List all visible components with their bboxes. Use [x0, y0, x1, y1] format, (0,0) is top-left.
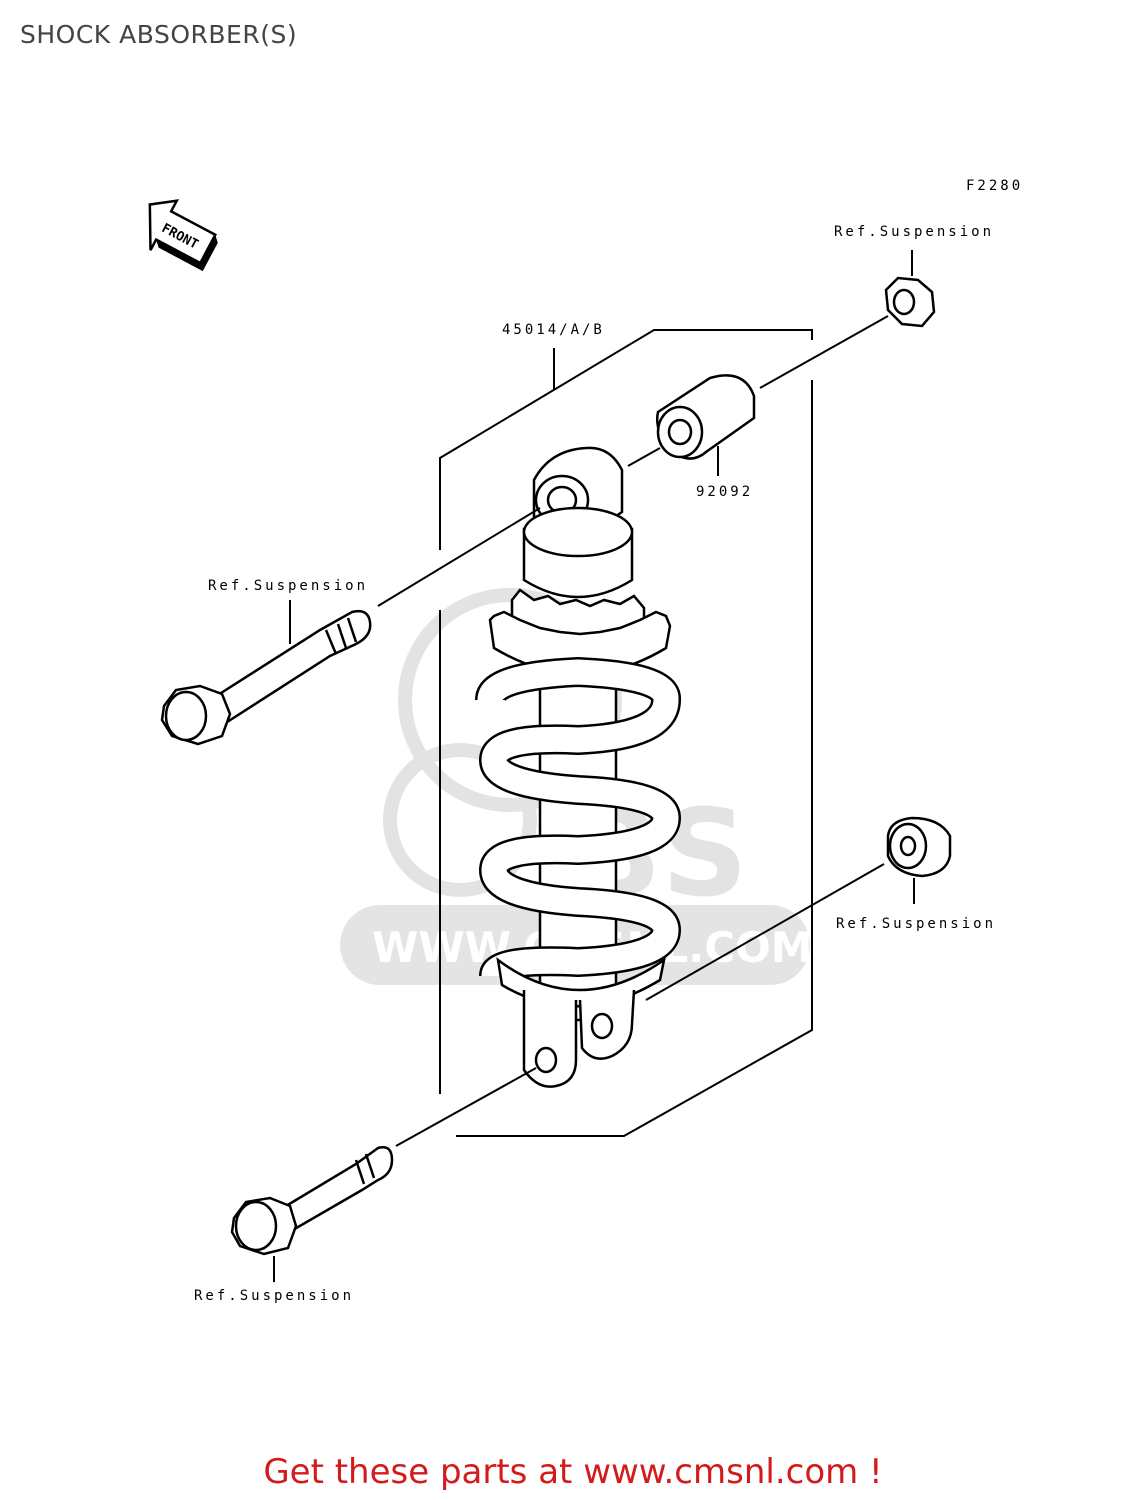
front-arrow-icon: FRONT	[148, 199, 218, 272]
footer-link[interactable]: www.cmsnl.com	[583, 1452, 859, 1492]
footer-banner: Get these parts at www.cmsnl.com !	[0, 1452, 1146, 1492]
parts-diagram: BS WWW.CMSNL.COM F2280 FRONT	[148, 178, 1023, 1304]
callout-ref-top-right: Ref.Suspension	[834, 224, 994, 240]
nut-top-icon	[884, 276, 936, 328]
callout-collar: 92092	[696, 484, 753, 500]
bolt-lower-icon	[230, 1146, 394, 1256]
nut-lower-icon	[886, 816, 952, 878]
page-title: SHOCK ABSORBER(S)	[20, 20, 298, 49]
callout-ref-upper-bolt: Ref.Suspension	[208, 578, 368, 594]
shock-absorber-icon	[475, 446, 682, 1088]
callout-ref-lower-nut: Ref.Suspension	[836, 916, 996, 932]
collar-92092-icon	[656, 374, 756, 460]
bolt-upper-icon	[160, 609, 372, 746]
diagram-code: F2280	[966, 178, 1023, 194]
callout-ref-lower-bolt: Ref.Suspension	[194, 1288, 354, 1304]
footer-prefix: Get these parts at	[263, 1452, 584, 1492]
callout-assembly: 45014/A/B	[502, 322, 605, 338]
footer-suffix: !	[858, 1452, 883, 1492]
assembly-bracket	[439, 329, 813, 1137]
